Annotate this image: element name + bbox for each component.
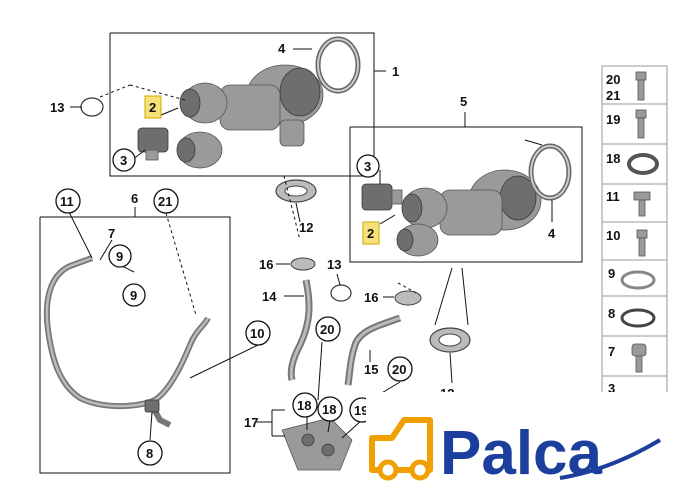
side-label-11: 11 (606, 189, 620, 204)
group-1-frame (109, 32, 375, 177)
gasket-13-upper (80, 97, 104, 117)
label-10-circle (245, 320, 271, 346)
turbocharger-1 (176, 64, 324, 169)
label-2-lower: 2 (367, 226, 374, 241)
label-21-circle (153, 188, 179, 214)
label-4-lower: 4 (548, 226, 556, 241)
label-18-b-circle (317, 396, 343, 422)
label-2-lower-highlight (362, 221, 380, 245)
side-label-3: 3 (608, 381, 615, 396)
turbocharger-5 (396, 169, 542, 257)
label-3-upper-circle (112, 148, 136, 172)
side-label-21: 21 (606, 88, 620, 103)
label-20-right: 20 (392, 362, 406, 377)
clamp-4-lower (528, 143, 572, 201)
side-label-10: 10 (606, 228, 620, 243)
oil-line-6 (43, 255, 211, 428)
side-label-7: 7 (608, 344, 615, 359)
part-labels: 1 4 13 2 3 5 3 2 4 12 16 13 14 20 16 15 … (50, 41, 556, 466)
label-13-mid: 13 (327, 257, 341, 272)
side-label-8: 8 (608, 306, 615, 321)
palca-logo: Palca (366, 392, 668, 490)
label-21: 21 (158, 194, 172, 209)
oring-13-mid (330, 284, 352, 302)
oil-pipe-14 (287, 279, 313, 381)
label-3-lower-circle (356, 154, 380, 178)
gasket-12-upper (275, 179, 317, 203)
label-14: 14 (262, 289, 277, 304)
label-17: 17 (244, 415, 258, 430)
label-20-right-circle (387, 356, 413, 382)
label-11-circle (55, 188, 81, 214)
label-9-b-circle (122, 283, 146, 307)
gasket-16-mid (290, 257, 316, 271)
label-16-right: 16 (364, 290, 378, 305)
oil-pipe-15 (344, 314, 402, 386)
label-12-upper: 12 (299, 220, 313, 235)
label-5: 5 (460, 94, 467, 109)
label-11: 11 (60, 194, 74, 209)
actuator-3-lower (361, 183, 403, 211)
side-label-18: 18 (606, 151, 620, 166)
label-18-a-circle (292, 392, 318, 418)
gasket-12-lower (429, 327, 471, 353)
oil-flange-17 (281, 417, 353, 471)
label-7: 7 (108, 226, 115, 241)
label-3-upper: 3 (120, 153, 127, 168)
side-label-20: 20 (606, 72, 620, 87)
label-9-b: 9 (130, 288, 137, 303)
logo-text: Palca (440, 419, 603, 488)
group-6-frame (39, 216, 231, 474)
label-13-upper: 13 (50, 100, 64, 115)
gasket-16-right (394, 290, 422, 306)
label-19: 19 (354, 403, 368, 418)
label-6: 6 (131, 191, 138, 206)
side-panel-parts (620, 71, 659, 373)
label-2-upper-highlight (144, 95, 162, 119)
label-18-a: 18 (297, 398, 311, 413)
label-18-b: 18 (322, 402, 336, 417)
side-panel-labels: 20 21 19 18 11 10 9 8 7 3 (606, 72, 620, 396)
label-9-a: 9 (116, 249, 123, 264)
label-15: 15 (364, 362, 378, 377)
label-8: 8 (146, 446, 153, 461)
group-5-frame (349, 126, 583, 263)
label-20-left-circle (315, 316, 341, 342)
truck-icon (369, 417, 433, 481)
side-label-19: 19 (606, 112, 620, 127)
label-10: 10 (250, 326, 264, 341)
side-label-9: 9 (608, 266, 615, 281)
actuator-3-upper (137, 127, 169, 161)
label-8-circle (137, 440, 163, 466)
label-16-mid: 16 (259, 257, 273, 272)
label-9-a-circle (108, 244, 132, 268)
label-4-upper: 4 (278, 41, 286, 56)
clamp-4-upper (315, 36, 361, 94)
label-1: 1 (392, 64, 399, 79)
label-3-lower: 3 (364, 159, 371, 174)
label-2-upper: 2 (149, 100, 156, 115)
logo-swoosh (559, 438, 662, 480)
label-20-left: 20 (320, 322, 334, 337)
